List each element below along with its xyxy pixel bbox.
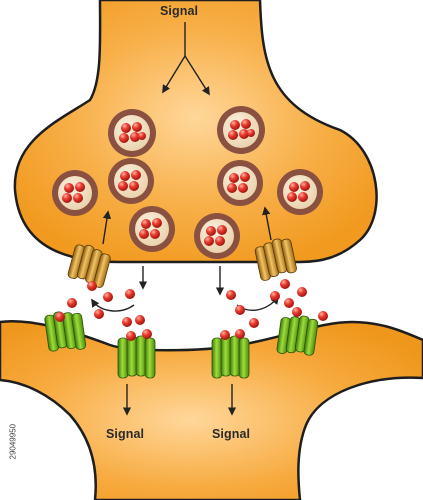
receptor-icon <box>211 335 250 379</box>
neurotransmitter-icon <box>135 315 145 325</box>
neurotransmitter-icon <box>292 307 302 317</box>
transporter-icon <box>67 244 111 288</box>
neurotransmitter-icon <box>87 281 97 291</box>
signal-label-bottom-left: Signal <box>106 427 145 441</box>
neurotransmitter-icon <box>284 298 294 308</box>
neurotransmitter-icon <box>125 289 135 299</box>
vesicle-group <box>52 106 323 259</box>
neurotransmitter-icon <box>67 298 77 308</box>
receptor-icon <box>117 335 156 379</box>
neurotransmitter-icon <box>220 330 230 340</box>
vesicle-icon <box>52 170 98 216</box>
neurotransmitter-icon <box>94 309 104 319</box>
vesicle-icon <box>194 213 240 259</box>
signal-label-bottom-right: Signal <box>212 427 251 441</box>
neurotransmitter-icon <box>126 331 136 341</box>
neurotransmitter-group <box>55 279 328 341</box>
vesicle-icon <box>277 169 323 215</box>
output-arrows <box>122 384 237 416</box>
receptor-icon <box>44 311 87 352</box>
neurotransmitter-icon <box>297 287 307 297</box>
vesicle-icon <box>108 158 154 204</box>
neurotransmitter-icon <box>235 305 245 315</box>
vesicle-icon <box>108 109 156 157</box>
neurotransmitter-icon <box>55 312 65 322</box>
vesicle-icon <box>129 206 175 252</box>
stock-id-text: 29049950 <box>8 423 18 460</box>
vesicle-icon <box>217 106 265 154</box>
neurotransmitter-icon <box>249 318 259 328</box>
neurotransmitter-icon <box>226 290 236 300</box>
signal-label-top: Signal <box>160 4 199 18</box>
presynaptic-neuron <box>13 0 378 264</box>
receptor-icon <box>276 315 319 356</box>
neurotransmitter-icon <box>103 292 113 302</box>
neurotransmitter-icon <box>142 329 152 339</box>
neurotransmitter-icon <box>318 311 328 321</box>
neurotransmitter-icon <box>270 291 280 301</box>
neurotransmitter-icon <box>235 329 245 339</box>
neurotransmitter-icon <box>122 317 132 327</box>
transporter-icon <box>254 238 297 281</box>
postsynaptic-neuron <box>0 320 423 500</box>
signal-split-arrows <box>162 22 210 96</box>
vesicle-icon <box>217 160 263 206</box>
neurotransmitter-icon <box>280 279 290 289</box>
